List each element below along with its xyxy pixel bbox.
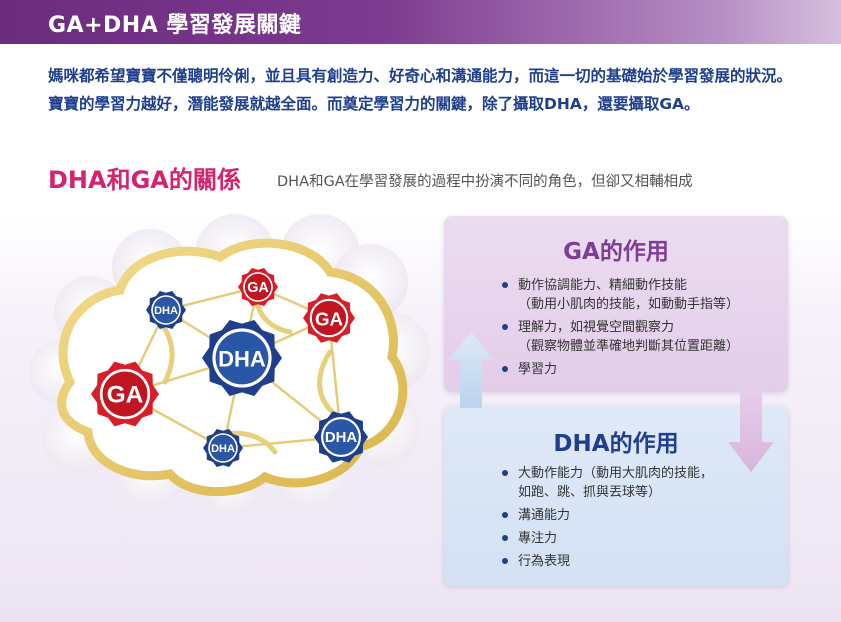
ga-role-item-detail: （觀察物體並準確地判斷其位置距離） — [518, 339, 740, 354]
dha-role-list: 大動作能力（動用大肌肉的技能， 如跑、跳、抓與丟球等） 溝通能力 專注力 行為表… — [502, 464, 713, 575]
dha-role-item-text: 專注力 — [518, 531, 558, 546]
page-title: GA+DHA 學習發展關鍵 — [48, 13, 302, 38]
section-heading: DHA和GA的關係 — [48, 166, 241, 194]
ga-role-item: 理解力，如視覺空間觀察力 （觀察物體並準確地判斷其位置距離） — [502, 318, 739, 356]
ga-node-badge: GA — [91, 361, 159, 427]
dha-node-badge: DHA — [203, 428, 243, 468]
arrow-down-icon — [728, 386, 774, 472]
dha-role-item-text: 大動作能力（動用大肌肉的技能， — [518, 466, 714, 481]
dha-role-item-text: 行為表現 — [518, 554, 571, 569]
dha-role-panel: DHA的作用 大動作能力（動用大肌肉的技能， 如跑、跳、抓與丟球等） 溝通能力 … — [444, 406, 788, 586]
dha-role-item: 溝通能力 — [502, 506, 713, 525]
dha-role-item: 行為表現 — [502, 552, 713, 571]
node-label: DHA — [325, 430, 358, 446]
arrow-up-icon — [448, 332, 494, 408]
node-label: GA — [107, 382, 144, 409]
dha-node-badge: DHA — [146, 290, 186, 330]
badge-core — [102, 371, 148, 417]
badge-core — [215, 331, 269, 385]
badge-core — [244, 273, 272, 301]
ga-role-item-text: 動作協調能力、精細動作技能 — [518, 278, 688, 293]
node-label: DHA — [218, 347, 266, 372]
dha-role-item-text: 溝通能力 — [518, 508, 571, 523]
dha-role-item: 大動作能力（動用大肌肉的技能， 如跑、跳、抓與丟球等） — [502, 464, 713, 502]
ga-role-item-text: 學習力 — [518, 362, 558, 377]
intro-paragraph: 媽咪都希望寶寶不僅聰明伶俐，並且具有創造力、好奇心和溝通能力，而這一切的基礎始於… — [48, 67, 793, 113]
ga-role-item: 動作協調能力、精細動作技能 （動用小肌肉的技能，如動動手指等） — [502, 276, 739, 314]
header-bar: GA+DHA 學習發展關鍵 — [0, 0, 841, 44]
dha-panel-title: DHA的作用 — [553, 431, 679, 457]
ga-role-item-detail: （動用小肌肉的技能，如動動手指等） — [518, 297, 740, 312]
node-label: DHA — [211, 443, 235, 455]
ga-node-badge: GA — [238, 267, 278, 307]
badge-core — [323, 419, 359, 455]
ga-panel-title: GA的作用 — [563, 239, 669, 265]
dha-role-item-detail: 如跑、跳、抓與丟球等） — [518, 485, 662, 500]
dha-node-badge: DHA — [314, 411, 368, 463]
node-label: GA — [315, 309, 343, 330]
node-label: DHA — [154, 305, 178, 317]
node-label: GA — [247, 280, 269, 296]
ga-role-item-text: 理解力，如視覺空間觀察力 — [518, 320, 675, 335]
section-subtitle: DHA和GA在學習發展的過程中扮演不同的角色，但卻又相輔相成 — [277, 174, 693, 190]
ga-node-badge: GA — [303, 293, 355, 343]
ga-role-panel: GA的作用 動作協調能力、精細動作技能 （動用小肌肉的技能，如動動手指等） 理解… — [444, 216, 788, 392]
badge-core — [209, 434, 237, 462]
ga-role-list: 動作協調能力、精細動作技能 （動用小肌肉的技能，如動動手指等） 理解力，如視覺空… — [502, 276, 739, 383]
dha-role-item: 專注力 — [502, 529, 713, 548]
badge-core — [311, 300, 347, 336]
brain-network-diagram: GA DHA GA GA DHA DHA DHA — [30, 214, 430, 512]
ga-role-item: 學習力 — [502, 360, 739, 379]
badge-core — [152, 296, 180, 324]
dha-node-badge: DHA — [202, 319, 282, 397]
